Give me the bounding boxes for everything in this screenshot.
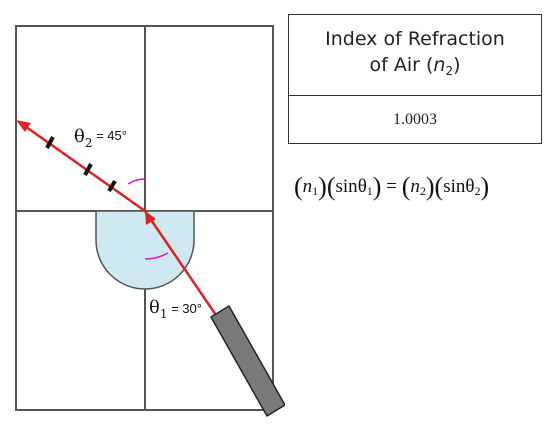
table-header: Index of Refraction of Air (n2) <box>289 15 541 96</box>
theta2-arc <box>127 178 146 185</box>
ray-tick <box>107 179 117 193</box>
refraction-diagram: θ2 = 45° θ1 = 30° <box>15 25 285 418</box>
refracted-arrowhead <box>16 120 31 132</box>
refracted-ray <box>21 122 146 213</box>
table-header-line1: Index of Refraction <box>325 28 505 50</box>
snells-law-formula: (n1)(sinθ1) = (n2)(sinθ2) <box>294 172 490 201</box>
table-value: 1.0003 <box>393 111 437 128</box>
water-block <box>95 210 195 290</box>
ray-tick <box>45 136 55 149</box>
incident-arrowhead <box>145 211 156 225</box>
table-header-line2: of Air (n2) <box>369 54 461 78</box>
laser-pointer-icon <box>209 304 285 418</box>
theta1-arc <box>144 252 169 260</box>
ray-tick <box>83 163 93 176</box>
incident-ray <box>143 210 220 319</box>
refraction-index-table: Index of Refraction of Air (n2) 1.0003 <box>288 14 542 144</box>
theta1-label: θ1 = 30° <box>149 297 202 321</box>
theta2-label: θ2 = 45° <box>74 126 127 150</box>
